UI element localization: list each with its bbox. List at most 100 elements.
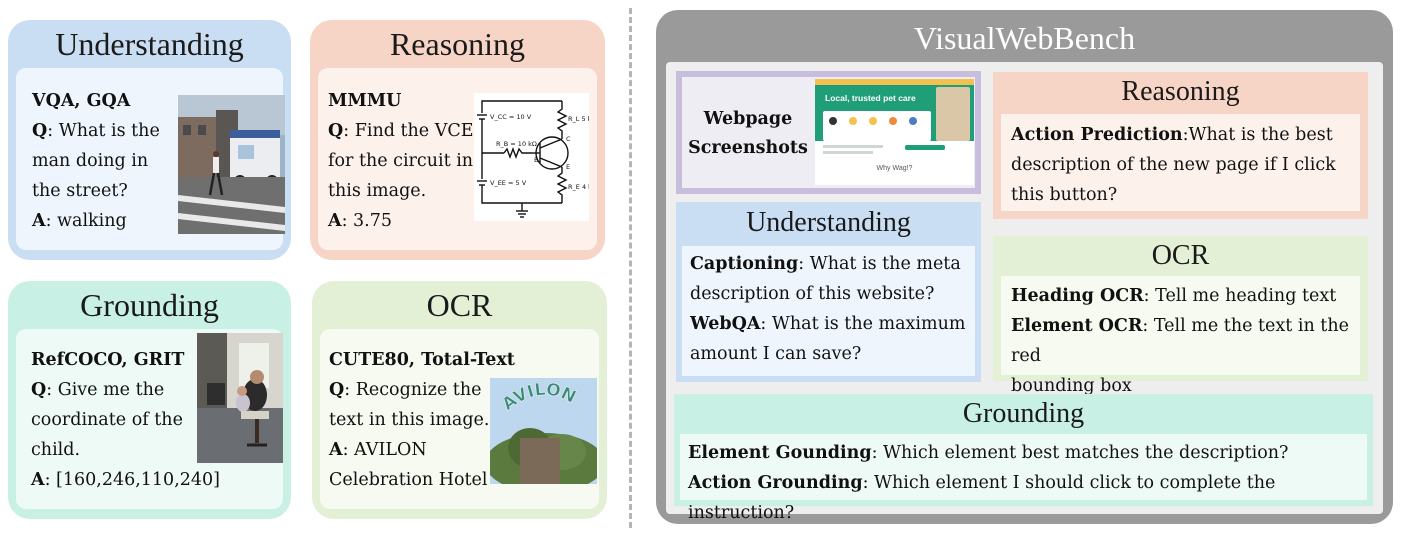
screenshots-label: Webpage Screenshots	[688, 105, 808, 163]
thumb-footer: Why Wag!?	[876, 165, 913, 172]
circuit-diagram: V_CC = 10 V R_B = 10 kΩ V_EE = 5 V R_L 5…	[474, 93, 589, 221]
a-label: A	[32, 211, 46, 231]
q-label: Q	[328, 121, 344, 141]
task-label: Action Grounding	[688, 473, 863, 493]
task-label: Heading OCR	[1011, 286, 1144, 306]
task-label: Captioning	[690, 254, 799, 274]
street-photo	[178, 95, 285, 234]
visualwebbench-title: VisualWebBench	[913, 20, 1136, 56]
reasoning-card: Reasoning MMMU Q: Find the VCE for the c…	[310, 20, 605, 260]
q-label: Q	[329, 380, 345, 400]
vee-label: V_EE = 5 V	[490, 179, 527, 187]
q-label: Q	[31, 380, 47, 400]
rb-label: R_B = 10 kΩ	[496, 140, 537, 148]
screenshots-label-line: Webpage	[703, 109, 793, 129]
screenshots-box: Webpage Screenshots Local, trusted pet c…	[676, 71, 981, 194]
section-divider	[629, 8, 632, 528]
task-text: : Tell me heading text	[1143, 286, 1337, 306]
ocr-title: OCR	[426, 287, 493, 323]
question-line: man doing in	[32, 151, 149, 171]
task-text: : Tell me the text in the red	[1011, 316, 1349, 366]
question-line: : Find the VCE	[343, 121, 474, 141]
answer-text: : 3.75	[341, 211, 393, 231]
vwb-grounding-body: Element Gounding: Which element best mat…	[680, 434, 1367, 523]
thumb-button	[905, 145, 945, 150]
reasoning-dataset: MMMU	[328, 91, 402, 111]
vcc-label: V_CC = 10 V	[490, 113, 532, 121]
question-line: : Give me the	[46, 380, 165, 400]
answer-text: : walking	[45, 211, 127, 231]
task-text: : Which element I should click to comple…	[688, 473, 1276, 523]
q-label: Q	[32, 121, 48, 141]
task-text: amount I can save?	[690, 344, 862, 364]
understanding-text: VQA, GQA Q: What is the man doing in the…	[32, 86, 160, 236]
screenshots-label-line: Screenshots	[688, 138, 808, 158]
thumb-topbar	[815, 79, 974, 85]
task-text: description of this website?	[690, 284, 935, 304]
thumb-text-line	[823, 151, 873, 154]
question-line: the street?	[32, 181, 128, 201]
task-text: this button?	[1011, 185, 1118, 205]
question-line: for the circuit in	[328, 151, 474, 171]
task-label: WebQA	[690, 314, 761, 334]
vwb-reasoning-box: Reasoning Action Prediction:What is the …	[993, 72, 1368, 219]
room-photo	[197, 333, 283, 463]
screenshots-box-body: Webpage Screenshots Local, trusted pet c…	[682, 77, 975, 188]
grounding-card-body: RefCOCO, GRIT Q: Give me the coordinate …	[16, 329, 283, 509]
thumb-hero-image	[936, 87, 970, 141]
vwb-understanding-title: Understanding	[746, 207, 911, 238]
webpage-thumbnail: Local, trusted pet care Why Wag!?	[815, 79, 974, 185]
reasoning-card-body: MMMU Q: Find the VCE for the circuit in …	[318, 68, 597, 250]
answer-text: : AVILON	[342, 440, 427, 460]
vwb-ocr-box: OCR Heading OCR: Tell me heading text El…	[993, 236, 1368, 396]
ocr-dataset: CUTE80, Total-Text	[329, 350, 515, 370]
question-line: text in this image.	[329, 410, 490, 430]
vwb-understanding-text: Captioning: What is the meta description…	[690, 249, 965, 369]
thumb-service-panel	[823, 111, 931, 141]
question-line: : Recognize the	[344, 380, 482, 400]
task-text: bounding box	[1011, 376, 1132, 396]
task-label: Element OCR	[1011, 316, 1143, 336]
a-label: A	[31, 470, 45, 490]
understanding-dataset: VQA, GQA	[32, 91, 131, 111]
re-label: R_E 4 kΩ	[568, 183, 589, 191]
task-text: : What is the meta	[798, 254, 961, 274]
understanding-card-body: VQA, GQA Q: What is the man doing in the…	[16, 68, 285, 250]
terminal-e: E	[566, 163, 570, 171]
question-line: child.	[31, 440, 81, 460]
vwb-grounding-title: Grounding	[962, 398, 1085, 429]
rl-label: R_L 5 kΩ	[568, 115, 589, 123]
task-label: Action Prediction	[1011, 125, 1183, 145]
reasoning-title: Reasoning	[389, 26, 526, 62]
grounding-dataset: RefCOCO, GRIT	[31, 350, 185, 370]
vwb-reasoning-text: Action Prediction:What is the best descr…	[1011, 120, 1336, 210]
grounding-text: RefCOCO, GRIT Q: Give me the coordinate …	[31, 345, 220, 495]
terminal-c: C	[566, 135, 571, 143]
ocr-text: CUTE80, Total-Text Q: Recognize the text…	[329, 345, 515, 495]
answer-text: Celebration Hotel	[329, 470, 488, 490]
vwb-ocr-text: Heading OCR: Tell me heading text Elemen…	[1011, 281, 1360, 401]
vwb-grounding-text: Element Gounding: Which element best mat…	[688, 438, 1367, 528]
vwb-understanding-body: Captioning: What is the meta description…	[682, 246, 975, 376]
a-label: A	[329, 440, 343, 460]
grounding-card: Grounding RefCOCO, GRIT Q: Give me the c…	[8, 281, 291, 519]
answer-text: : [160,246,110,240]	[44, 470, 220, 490]
question-line: : What is the	[47, 121, 160, 141]
visualwebbench-body: Webpage Screenshots Local, trusted pet c…	[666, 62, 1383, 523]
understanding-card: Understanding VQA, GQA Q: What is the ma…	[8, 20, 291, 260]
grounding-title: Grounding	[80, 287, 219, 323]
avilon-sign-photo: AVILON	[490, 378, 597, 484]
reasoning-text: MMMU Q: Find the VCE for the circuit in …	[328, 86, 474, 236]
terminal-b: B	[534, 156, 538, 164]
understanding-title: Understanding	[55, 26, 244, 62]
vwb-ocr-body: Heading OCR: Tell me heading text Elemen…	[1001, 276, 1360, 396]
task-text: :What is the best	[1182, 125, 1333, 145]
thumb-heading: Local, trusted pet care	[825, 93, 916, 103]
task-text: : Which element best matches the descrip…	[871, 443, 1289, 463]
a-label: A	[328, 211, 342, 231]
visualwebbench-panel: VisualWebBench Webpage Screenshots Local…	[656, 10, 1393, 524]
vwb-reasoning-body: Action Prediction:What is the best descr…	[1001, 114, 1360, 211]
vwb-grounding-box: Grounding Element Gounding: Which elemen…	[674, 394, 1373, 523]
vwb-ocr-title: OCR	[1151, 240, 1210, 271]
task-label: Element Gounding	[688, 443, 872, 463]
